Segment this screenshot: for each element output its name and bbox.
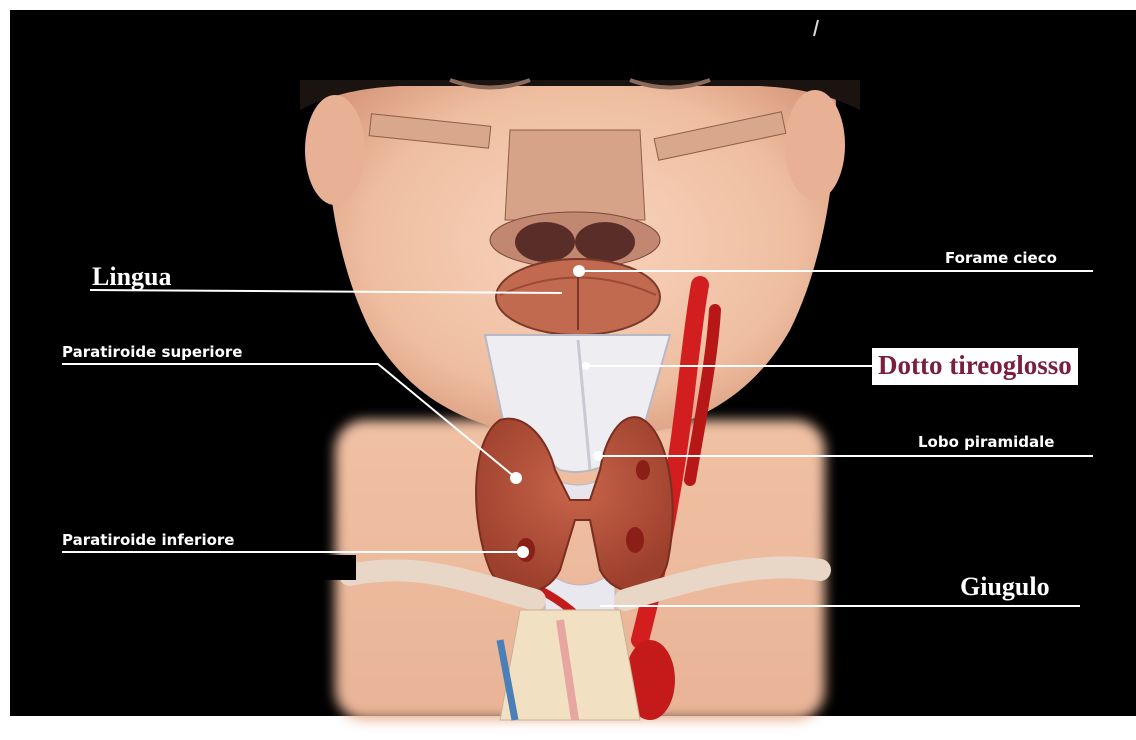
label-forame-cieco: Forame cieco <box>945 249 1057 267</box>
point-dotto-tireoglosso <box>582 362 590 370</box>
label-lingua: Lingua <box>92 262 172 292</box>
label-paratiroide-superiore: Paratiroide superiore <box>62 343 242 361</box>
label-lobo-piramidale: Lobo piramidale <box>918 433 1054 451</box>
label-paratiroide-inferiore: Paratiroide inferiore <box>62 531 234 549</box>
label-dotto-tireoglosso: Dotto tireoglosso <box>872 348 1078 385</box>
label-giugulo: Giugulo <box>960 572 1050 602</box>
point-paratiroide-superiore <box>510 472 522 484</box>
point-lobo-piramidale <box>593 451 603 461</box>
point-forame-cieco <box>573 265 585 277</box>
label-backing <box>300 555 356 580</box>
point-paratiroide-inferiore <box>517 546 529 558</box>
